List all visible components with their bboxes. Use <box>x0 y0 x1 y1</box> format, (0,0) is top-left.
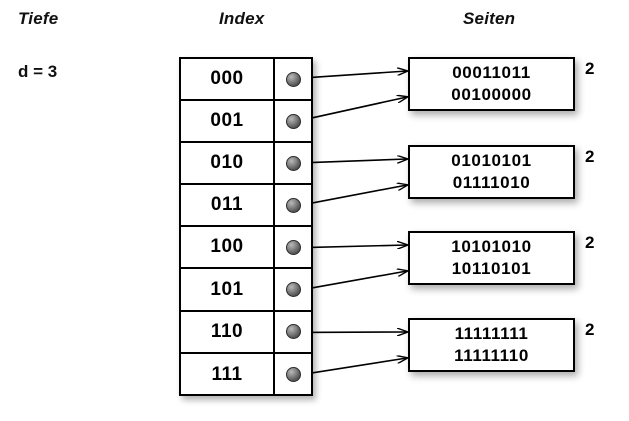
index-pointer-cell[interactable] <box>273 59 311 100</box>
page-box[interactable]: 11111111 11111110 <box>408 318 575 372</box>
pointer-dot-icon <box>285 367 301 383</box>
column-heading-depth: Tiefe <box>18 9 59 28</box>
page-box[interactable]: 00011011 00100000 <box>408 57 575 111</box>
index-key-label: 110 <box>210 320 244 342</box>
pointer-arrow <box>299 245 407 248</box>
index-key-label: 101 <box>210 278 244 300</box>
pointer-dot-icon <box>285 71 301 87</box>
column-heading-pages: Seiten <box>463 9 516 28</box>
index-table: 000 001 010 011 100 101 110 111 <box>179 57 313 396</box>
index-key-label: 111 <box>211 363 243 385</box>
column-heading-index: Index <box>219 9 265 28</box>
index-row[interactable]: 000 <box>181 59 311 102</box>
pointer-dot-icon <box>285 282 301 298</box>
page-record-line: 01111010 <box>452 173 531 192</box>
page-box[interactable]: 10101010 10110101 <box>408 231 575 285</box>
page-local-depth-label: 2 <box>585 320 595 339</box>
page-local-depth-label: 2 <box>585 147 595 166</box>
index-pointer-cell[interactable] <box>273 353 311 396</box>
index-pointer-cell[interactable] <box>273 185 311 226</box>
page-record-line: 10110101 <box>451 259 532 278</box>
pointer-dot-icon <box>285 324 301 340</box>
index-row[interactable]: 110 <box>181 311 311 354</box>
page-record-line: 01010101 <box>451 151 532 170</box>
pointer-dot-icon <box>285 197 301 213</box>
page-record-line: 11111111 <box>454 324 529 343</box>
page-local-depth-label: 2 <box>585 59 595 78</box>
pointer-arrow <box>299 71 407 79</box>
index-key-label: 000 <box>210 68 244 90</box>
pointer-arrow <box>299 159 407 164</box>
index-key-label: 001 <box>210 110 244 132</box>
index-row[interactable]: 011 <box>181 185 311 228</box>
index-row[interactable]: 101 <box>181 269 311 312</box>
page-local-depth-label: 2 <box>585 233 595 252</box>
index-key-label: 010 <box>210 152 244 174</box>
index-row[interactable]: 010 <box>181 143 311 186</box>
index-pointer-cell[interactable] <box>273 143 311 184</box>
global-depth-label: d = 3 <box>18 62 58 81</box>
index-pointer-cell[interactable] <box>273 227 311 268</box>
index-pointer-cell[interactable] <box>273 101 311 142</box>
pointer-arrow <box>299 358 407 376</box>
index-row[interactable]: 111 <box>181 353 311 396</box>
pointer-arrow <box>299 97 407 122</box>
page-record-line: 00100000 <box>451 85 532 104</box>
index-key-label: 011 <box>210 194 244 216</box>
index-row[interactable]: 100 <box>181 227 311 270</box>
page-record-line: 00011011 <box>452 63 531 82</box>
index-row[interactable]: 001 <box>181 101 311 144</box>
page-box[interactable]: 01010101 01111010 <box>408 145 575 199</box>
pointer-dot-icon <box>285 113 301 129</box>
pointer-arrow <box>299 271 407 291</box>
index-pointer-cell[interactable] <box>273 311 311 352</box>
page-record-line: 10101010 <box>451 237 532 256</box>
pointer-dot-icon <box>285 155 301 171</box>
pointer-arrow <box>299 185 407 207</box>
pointer-dot-icon <box>285 239 301 255</box>
index-key-label: 100 <box>210 236 244 258</box>
page-record-line: 11111110 <box>454 346 529 365</box>
index-pointer-cell[interactable] <box>273 269 311 310</box>
